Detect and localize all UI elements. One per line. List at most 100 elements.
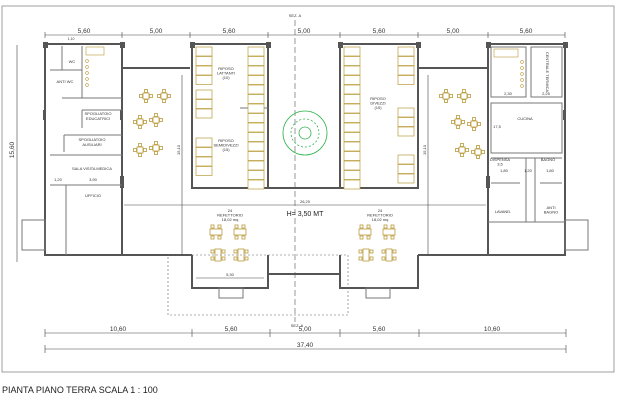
room-label-bagno: BAGNO <box>541 157 555 162</box>
dim-top-2: 5,00 <box>150 28 163 35</box>
bed <box>343 132 361 142</box>
bed <box>247 84 265 95</box>
chair <box>381 249 386 254</box>
chair <box>462 99 466 103</box>
activity-table <box>139 89 153 103</box>
dim-bottom-3: 5,00 <box>299 326 312 333</box>
chair <box>154 113 158 117</box>
beds <box>195 46 415 190</box>
bed <box>247 103 265 114</box>
chair <box>472 127 476 131</box>
chair <box>369 249 374 254</box>
bed <box>247 65 265 76</box>
chair <box>244 256 249 261</box>
chair <box>162 89 166 93</box>
bed <box>397 173 415 184</box>
bed <box>247 122 265 133</box>
chair <box>144 99 148 103</box>
chair <box>392 256 397 261</box>
bed <box>195 56 213 66</box>
dim-top-5: 5,60 <box>373 28 386 35</box>
dim-right-vertical: 15,10 <box>422 144 427 155</box>
bed <box>343 113 361 123</box>
dining-table <box>210 248 226 262</box>
chair <box>467 94 471 98</box>
bed <box>247 94 265 104</box>
dining-table <box>358 248 374 262</box>
chair <box>476 145 480 149</box>
chair <box>460 153 464 157</box>
activity-table <box>133 143 147 157</box>
tree-icon <box>282 110 328 156</box>
chair <box>439 94 443 98</box>
chair <box>234 224 239 229</box>
bed <box>397 75 415 85</box>
table-top <box>460 92 468 100</box>
chair <box>471 150 475 154</box>
bed <box>343 151 361 161</box>
dim-bottom-1: 10,60 <box>110 326 127 333</box>
bed <box>195 137 213 148</box>
activity-table <box>457 89 471 103</box>
bed <box>343 75 361 85</box>
chair <box>138 115 142 119</box>
dim-left-vertical: 15,10 <box>176 144 181 155</box>
bed <box>247 46 265 57</box>
room-label-wc: WC <box>69 59 76 64</box>
bed <box>247 141 265 152</box>
table-top <box>458 146 466 154</box>
room-label-ufficio: UFFICIO <box>85 193 101 198</box>
bed <box>247 75 265 85</box>
bed <box>397 107 415 118</box>
chair <box>157 94 161 98</box>
dim-refettorio-width: 5,30 <box>226 272 235 277</box>
right-wing: 2,30 2,25 CENTRALE TERMICA CUCINA 17,5 D… <box>486 42 589 256</box>
dining-table <box>358 224 372 240</box>
bed <box>343 122 361 133</box>
chair <box>133 148 137 152</box>
chair <box>143 120 147 124</box>
chair <box>369 256 374 261</box>
chair <box>390 224 395 229</box>
table-top <box>152 116 160 124</box>
chair <box>159 146 163 150</box>
chair <box>138 153 142 157</box>
table-top <box>136 118 144 126</box>
activity-table <box>455 143 469 157</box>
dim-2-25: 2,25 <box>542 91 551 96</box>
chair <box>455 148 459 152</box>
bed <box>195 99 213 109</box>
dim-2-30: 2,30 <box>504 91 513 96</box>
bed <box>397 46 415 57</box>
chair <box>457 94 461 98</box>
chair <box>467 122 471 126</box>
dining-table <box>382 224 396 240</box>
chair <box>149 118 153 122</box>
bed <box>195 75 213 85</box>
section-line: SEZ. A SEZ. A <box>289 13 304 328</box>
chair <box>143 148 147 152</box>
chair <box>465 148 469 152</box>
bed <box>343 56 361 66</box>
bed <box>343 46 361 57</box>
bed <box>397 117 415 127</box>
chair <box>359 224 364 229</box>
table-top <box>454 118 462 126</box>
dim-bottom-2: 5,60 <box>225 326 238 333</box>
chair <box>449 94 453 98</box>
chair <box>476 155 480 159</box>
chair <box>456 125 460 129</box>
bed <box>397 154 415 165</box>
chair <box>154 123 158 127</box>
chair <box>444 99 448 103</box>
